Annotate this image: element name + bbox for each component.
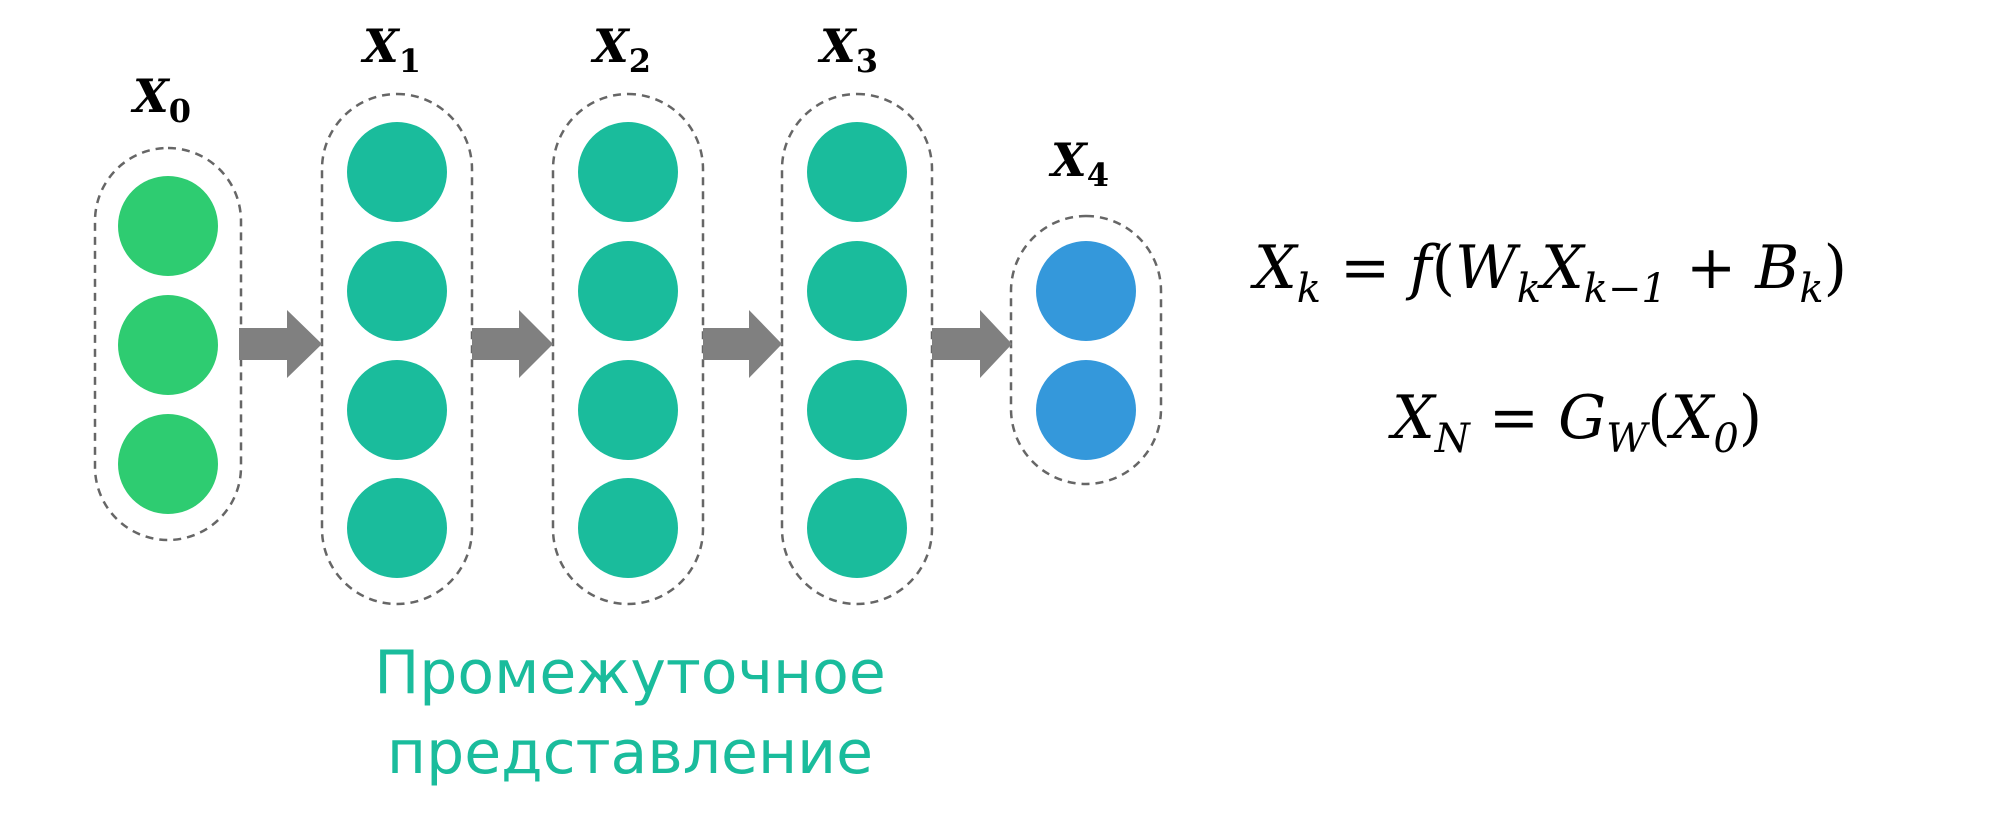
layer-nodes-x4 [1036, 241, 1136, 460]
arrow-right-icon [239, 310, 322, 378]
formula-1-w-sub: k [1517, 266, 1541, 312]
layer-label-x1-index: 1 [399, 42, 421, 80]
formula-1-lhs: X [1250, 233, 1299, 303]
node [578, 478, 678, 578]
layer-label-x3-main: X [817, 19, 858, 73]
node [118, 414, 218, 514]
formula-1-x-sub: k−1 [1584, 266, 1667, 312]
formula-1-b-sub: k [1799, 266, 1823, 312]
formula-1-x: X [1537, 233, 1586, 303]
arrow-right-icon [472, 310, 553, 378]
layer-label-x0-main: X [130, 69, 171, 123]
node [807, 478, 907, 578]
node [1036, 360, 1136, 460]
node [807, 241, 907, 341]
layer-container-x0 [93, 146, 243, 542]
node [347, 122, 447, 222]
layer-nodes-x2 [578, 122, 678, 578]
layer-label-x1-main: X [360, 19, 401, 73]
formula-network: XN = GW(X0) [1388, 383, 1762, 462]
formula-1-plus: + [1667, 233, 1755, 303]
formula-2-g-sub: W [1606, 416, 1650, 462]
layer-label-x4-main: X [1048, 133, 1089, 187]
arrow-right-icon [703, 310, 782, 378]
node [347, 360, 447, 460]
layer-label-x2: X2 [590, 19, 651, 80]
node [578, 122, 678, 222]
formula-recurrence: Xk = f(WkXk−1 + Bk) [1250, 233, 1847, 312]
arrow-right-icon [932, 310, 1012, 378]
formula-1-w: W [1455, 233, 1521, 303]
formula-2-open: ( [1647, 383, 1670, 453]
node [1036, 241, 1136, 341]
formula-2-x-sub: 0 [1713, 416, 1738, 462]
layer-label-x0: X0 [130, 69, 191, 130]
caption-line-1: Промежуточное [374, 638, 886, 708]
caption-line-2: представление [387, 718, 873, 788]
node [807, 122, 907, 222]
node [578, 241, 678, 341]
layer-label-x0-index: 0 [169, 92, 191, 130]
layer-container-x4 [1009, 214, 1163, 486]
layer-nodes-x1 [347, 122, 447, 578]
layer-label-x3-index: 3 [856, 42, 878, 80]
formula-2-lhs-sub: N [1434, 416, 1472, 462]
layer-nodes-x3 [807, 122, 907, 578]
formula-1-open: ( [1432, 233, 1455, 303]
formula-2-lhs: X [1388, 383, 1437, 453]
node [118, 295, 218, 395]
layer-label-x4-index: 4 [1087, 156, 1109, 194]
layer-label-x2-index: 2 [629, 42, 651, 80]
formula-2-x: X [1667, 383, 1716, 453]
layer-label-x3: X3 [817, 19, 878, 80]
node [807, 360, 907, 460]
formula-2-g: G [1558, 383, 1606, 453]
formula-1-b: B [1754, 233, 1799, 303]
node [578, 360, 678, 460]
formula-1-close: ) [1824, 233, 1847, 303]
layer-nodes-x0 [118, 176, 218, 514]
node [347, 478, 447, 578]
layer-label-x4: X4 [1048, 133, 1109, 194]
node [118, 176, 218, 276]
formula-1-eq: = [1321, 233, 1409, 303]
layer-label-x2-main: X [590, 19, 631, 73]
node [347, 241, 447, 341]
layer-label-x1: X1 [360, 19, 421, 80]
formula-1-lhs-sub: k [1297, 266, 1321, 312]
formula-2-eq: = [1470, 383, 1558, 453]
formula-2-close: ) [1739, 383, 1762, 453]
